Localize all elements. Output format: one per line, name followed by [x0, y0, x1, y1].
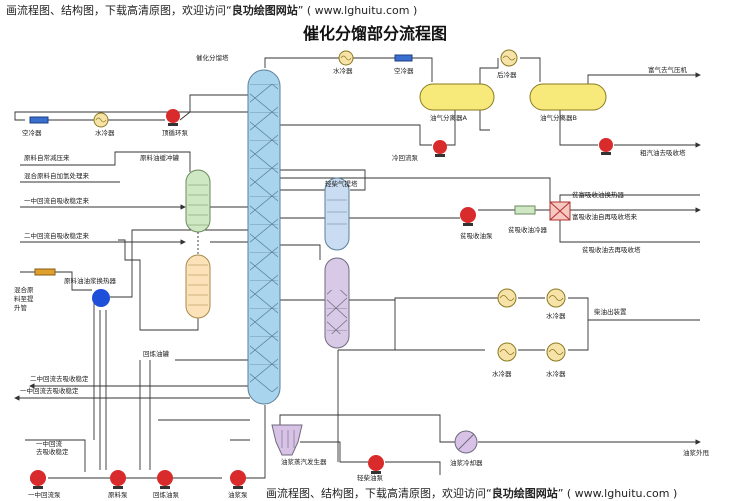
top-cycle-pump: [166, 109, 180, 126]
label-crude-gasoline: 粗汽油去吸收塔: [640, 148, 686, 157]
label-mixed-feed-riser-3: 升管: [14, 303, 28, 312]
labels: 催化分馏塔 水冷器 空冷器 后冷器 富气去气压机 油气分离器A 油气分离器B 粗…: [14, 53, 710, 499]
label-mid1-return: 一中回流自吸收稳定来: [24, 196, 90, 205]
label-slurry-recycle-pump: 回炼油泵: [153, 490, 180, 499]
watermark-bottom-prefix: 画流程图、结构图，下载高清原图，欢迎访问“: [266, 487, 492, 500]
label-lean-absorber-pump: 贫吸收油泵: [460, 231, 493, 240]
label-rich-absorber-return: 富吸收油自再吸收塔来: [572, 212, 638, 221]
label-feed-from-plant: 原料自常减压来: [24, 153, 70, 162]
slurry-cooler: [454, 430, 478, 454]
label-mixed-feed: 混合原料自加氢处理来: [24, 171, 90, 180]
label-after-cooler: 后冷器: [497, 70, 517, 79]
lean-absorber-pump: [460, 207, 476, 226]
label-lean-absorber-cooler: 贫吸收油冷器: [508, 225, 548, 234]
separator-a: [419, 83, 495, 111]
mid1-pump: [30, 470, 46, 489]
label-lean-to-absorber: 贫吸收油去再吸收塔: [582, 245, 641, 254]
diagram-title: 催化分馏部分流程图: [302, 24, 447, 43]
watermark-bottom-brand: 良功绘图网站: [491, 487, 558, 500]
feed-exchanger-pump: [92, 289, 110, 307]
label-slurry-out: 油浆外甩: [683, 448, 710, 457]
label-feed-exchanger: 原料油油浆换热器: [64, 276, 117, 285]
separator-b: [529, 83, 607, 111]
air-cooler-top: [394, 54, 413, 62]
label-sep-b: 油气分离器B: [540, 113, 577, 122]
slurry-recycle-pump: [157, 470, 173, 489]
label-rich-lean-exchanger: 贫富吸收油换热器: [572, 190, 625, 199]
label-water-cooler-d2: 水冷器: [492, 369, 512, 378]
diesel-cooler-2: [546, 342, 566, 362]
label-water-cooler-left: 水冷器: [95, 128, 115, 137]
water-cooler-left: [93, 112, 109, 128]
label-light-diesel-pump: 轻柴油泵: [357, 473, 384, 482]
label-water-cooler-d3: 水冷器: [546, 369, 566, 378]
feed-heater: [34, 268, 56, 276]
label-feed-buffer: 原料油缓冲罐: [140, 153, 180, 162]
rich-lean-exchanger: [549, 201, 571, 221]
label-air-cooler-left: 空冷器: [22, 128, 42, 137]
pipe-network: [14, 57, 700, 481]
label-mid2-to-stab: 二中回流去吸收稳定: [30, 374, 89, 383]
diesel-cooler-1: [546, 288, 566, 308]
label-mid1-left-2: 去吸收稳定: [36, 447, 69, 456]
after-cooler: [500, 49, 518, 67]
main-fractionator: [247, 69, 281, 405]
watermark-brand: 良功绘图网站: [231, 4, 298, 17]
label-mid1-left-1: 一中回流: [36, 439, 63, 448]
air-cooler-left: [29, 116, 49, 124]
label-cold-reflux-pump: 冷回流泵: [392, 153, 419, 162]
label-mid2-return: 二中回流自吸收稳定来: [24, 231, 90, 240]
label-mixed-feed-riser-2: 料至提: [14, 294, 34, 303]
watermark-bottom: 画流程图、结构图，下载高清原图，欢迎访问“良功绘图网站” ( www.lghui…: [266, 485, 677, 501]
label-rich-gas: 富气去气压机: [648, 65, 688, 74]
label-slurry-tank: 回炼油罐: [143, 349, 170, 358]
label-feed-pump: 原料泵: [108, 490, 128, 499]
label-water-cooler-top: 水冷器: [333, 66, 353, 75]
feed-buffer-tank: [185, 169, 211, 319]
label-top-cycle-pump: 顶循环泵: [162, 128, 189, 137]
light-diesel-stripper: [324, 177, 350, 349]
label-mid1-to-stab: 一中回流去吸收稳定: [20, 386, 79, 395]
water-cooler-top: [338, 50, 354, 66]
light-diesel-pump: [368, 455, 384, 474]
label-air-cooler-top: 空冷器: [394, 66, 414, 75]
slurry-steam-generator: [271, 424, 303, 456]
label-slurry-cooler: 油浆冷却器: [450, 458, 483, 467]
label-mixed-feed-riser-1: 混合原: [14, 285, 34, 294]
watermark-prefix: 画流程图、结构图，下载高清原图，欢迎访问“: [6, 4, 232, 17]
watermark-top: 画流程图、结构图，下载高清原图，欢迎访问“良功绘图网站” ( www.lghui…: [6, 2, 417, 18]
diesel-exchanger-2: [497, 342, 517, 362]
label-steam-gen: 油浆蒸汽发生器: [281, 457, 327, 466]
label-mid1-pump: 一中回流泵: [28, 490, 61, 499]
watermark-bottom-suffix: ” ( www.lghuitu.com ): [557, 487, 678, 500]
label-diesel-out: 柴油出装置: [594, 307, 627, 316]
slurry-pump: [230, 470, 246, 489]
cold-reflux-pump: [433, 140, 447, 157]
feed-pump: [110, 470, 126, 489]
crude-gasoline-pump: [599, 138, 613, 155]
lean-absorber-cooler: [514, 205, 536, 215]
label-sep-a: 油气分离器A: [430, 113, 468, 122]
label-main-tower: 催化分馏塔: [196, 53, 229, 62]
label-slurry-pump: 油浆泵: [228, 490, 248, 499]
label-light-stripper: 轻柴气提塔: [325, 179, 358, 188]
label-water-cooler-d1: 水冷器: [546, 311, 566, 320]
watermark-suffix: ” ( www.lghuitu.com ): [297, 4, 418, 17]
diesel-exchanger-1: [497, 288, 517, 308]
